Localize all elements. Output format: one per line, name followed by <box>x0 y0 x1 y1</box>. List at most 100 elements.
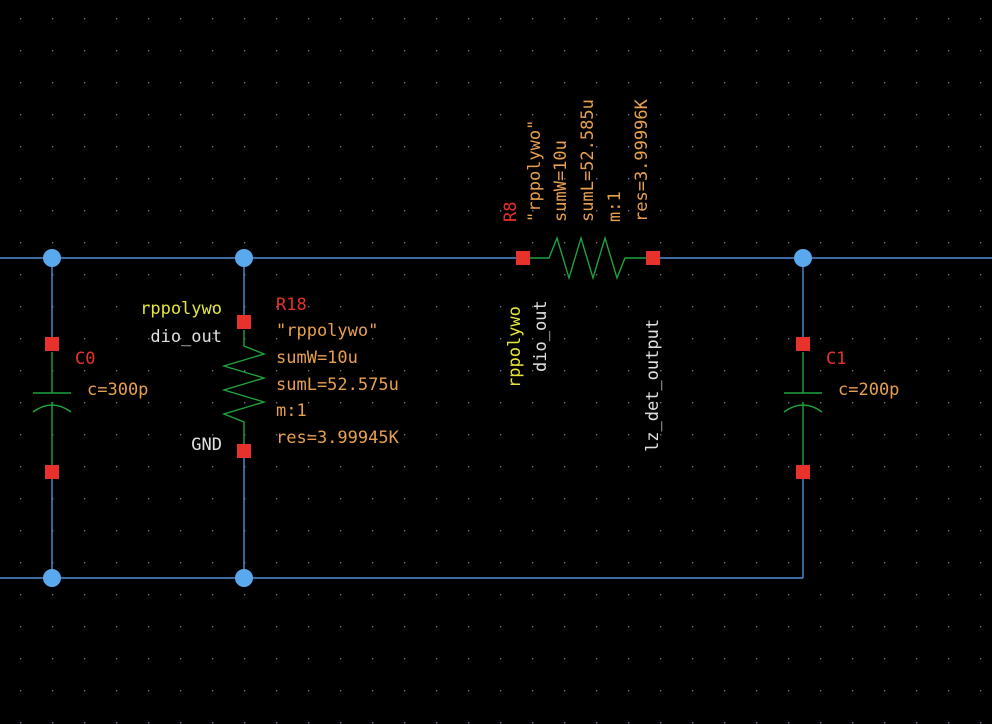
grid-dot <box>20 434 22 436</box>
grid-dot <box>436 722 438 724</box>
grid-dot <box>852 114 854 116</box>
grid-dot <box>436 242 438 244</box>
grid-dot <box>116 338 118 340</box>
grid-dot <box>948 466 950 468</box>
component-bodies <box>32 235 823 466</box>
grid-dot <box>980 562 982 564</box>
grid-dot <box>852 434 854 436</box>
grid-dot <box>916 306 918 308</box>
grid-dot <box>756 370 758 372</box>
grid-dot <box>84 210 86 212</box>
grid-dot <box>372 370 374 372</box>
grid-dot <box>244 18 246 20</box>
grid-dot <box>948 338 950 340</box>
grid-dot <box>564 114 566 116</box>
grid-dot <box>148 434 150 436</box>
grid-dot <box>756 82 758 84</box>
grid-dot <box>660 722 662 724</box>
r18-sumL: sumL=52.575u <box>276 375 399 395</box>
grid-dot <box>788 242 790 244</box>
grid-dot <box>148 338 150 340</box>
grid-dot <box>148 594 150 596</box>
r8-sumW: sumW=10u <box>551 140 571 222</box>
grid-dot <box>788 530 790 532</box>
grid-dot <box>756 338 758 340</box>
grid-dot <box>788 306 790 308</box>
grid-dot <box>436 146 438 148</box>
grid-dot <box>724 370 726 372</box>
grid-dot <box>852 338 854 340</box>
grid-dot <box>852 594 854 596</box>
grid-dot <box>564 562 566 564</box>
grid-dot <box>404 594 406 596</box>
grid-dot <box>116 274 118 276</box>
grid-dot <box>980 658 982 660</box>
junction-top-c0 <box>43 249 61 267</box>
grid-dot <box>980 242 982 244</box>
grid-dot <box>372 82 374 84</box>
grid-dot <box>180 114 182 116</box>
grid-dot <box>532 530 534 532</box>
grid-dot <box>340 210 342 212</box>
grid-dot <box>980 402 982 404</box>
grid-dot <box>340 242 342 244</box>
grid-dot <box>660 690 662 692</box>
grid-dot <box>788 274 790 276</box>
grid-dot <box>372 626 374 628</box>
grid-dot <box>84 402 86 404</box>
grid-dot <box>180 210 182 212</box>
grid-dot <box>788 210 790 212</box>
grid-dot <box>564 274 566 276</box>
grid-dot <box>372 242 374 244</box>
grid-dot <box>500 338 502 340</box>
grid-dot <box>916 434 918 436</box>
grid-dot <box>212 370 214 372</box>
grid-dot <box>820 50 822 52</box>
grid-dot <box>948 722 950 724</box>
grid-dot <box>244 82 246 84</box>
grid-dot <box>884 82 886 84</box>
grid-dot <box>244 242 246 244</box>
grid-dot <box>500 434 502 436</box>
grid-dot <box>84 466 86 468</box>
grid-dot <box>724 498 726 500</box>
grid-dot <box>308 626 310 628</box>
r8-pin-right <box>646 251 660 265</box>
grid-dot <box>724 338 726 340</box>
grid-dot <box>980 626 982 628</box>
grid-dot <box>948 146 950 148</box>
grid-dot <box>788 434 790 436</box>
r18-pin-top <box>237 315 251 329</box>
grid-dot <box>532 690 534 692</box>
grid-dot <box>116 114 118 116</box>
grid-dot <box>340 402 342 404</box>
grid-dot <box>340 338 342 340</box>
grid-dot <box>628 306 630 308</box>
grid-dot <box>660 594 662 596</box>
grid-dot <box>916 274 918 276</box>
grid-dot <box>84 370 86 372</box>
grid-dot <box>948 370 950 372</box>
grid-dot <box>756 658 758 660</box>
grid-dot <box>52 18 54 20</box>
grid-dot <box>20 210 22 212</box>
grid-dot <box>340 466 342 468</box>
junction-bottom-c0 <box>43 569 61 587</box>
grid-dot <box>404 530 406 532</box>
grid-dot <box>820 434 822 436</box>
grid-dot <box>596 178 598 180</box>
grid-dot <box>340 146 342 148</box>
grid-dot <box>852 146 854 148</box>
grid-dot <box>148 306 150 308</box>
grid-dot <box>980 82 982 84</box>
grid-dot <box>276 434 278 436</box>
grid-dot <box>788 594 790 596</box>
grid-dot <box>756 690 758 692</box>
grid-dot <box>628 594 630 596</box>
grid-dot <box>884 690 886 692</box>
grid-dot <box>724 530 726 532</box>
grid-dot <box>884 114 886 116</box>
grid-dot <box>724 594 726 596</box>
grid-dot <box>564 466 566 468</box>
